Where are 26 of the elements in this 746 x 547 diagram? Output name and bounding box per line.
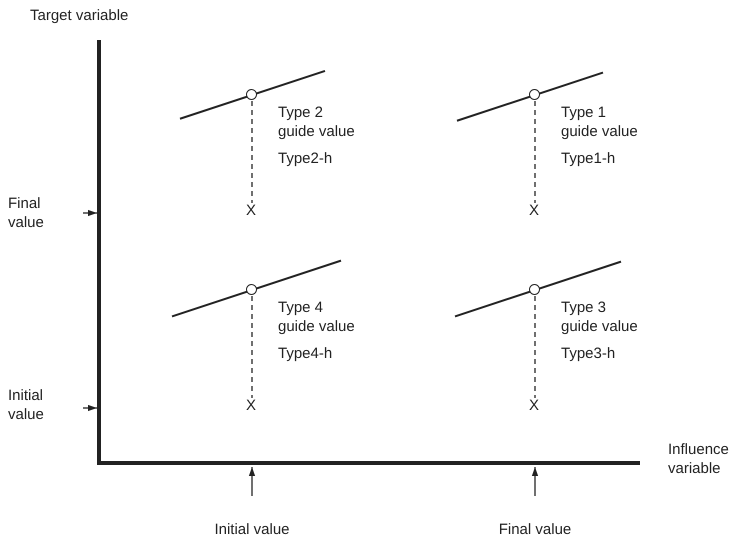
- axis-value-label: Initial value: [8, 386, 45, 424]
- guide-point-circle: [529, 284, 540, 295]
- dashed-drop-line: [251, 296, 253, 398]
- dashed-drop-line: [534, 101, 536, 203]
- dashed-drop-line: [534, 296, 536, 398]
- guide-point-circle: [529, 89, 540, 100]
- type-h-label: Type3-h: [561, 344, 616, 363]
- point-mark: X: [246, 396, 256, 415]
- guide-value-label: Type 2 guide value: [278, 103, 356, 141]
- point-mark: X: [246, 201, 256, 220]
- axis-title: Target variable: [30, 6, 128, 25]
- axis-value-label: Initial value: [213, 520, 291, 539]
- axis-value-label: Final value: [498, 520, 572, 539]
- type-h-label: Type1-h: [561, 149, 616, 168]
- type-h-label: Type4-h: [278, 344, 332, 363]
- dashed-drop-line: [251, 101, 253, 203]
- point-mark: X: [529, 396, 540, 415]
- guide-value-label: Type 4 guide value: [278, 298, 356, 336]
- guide-point-circle: [246, 284, 257, 295]
- type-h-label: Type2-h: [278, 149, 332, 168]
- guide-value-label: Type 1 guide value: [561, 103, 639, 141]
- axis-value-label: Final value: [8, 194, 45, 232]
- point-mark: X: [529, 201, 540, 220]
- guide-value-label: Type 3 guide value: [561, 298, 639, 336]
- guide-point-circle: [246, 89, 257, 100]
- axis-title: Influence variable: [668, 440, 730, 478]
